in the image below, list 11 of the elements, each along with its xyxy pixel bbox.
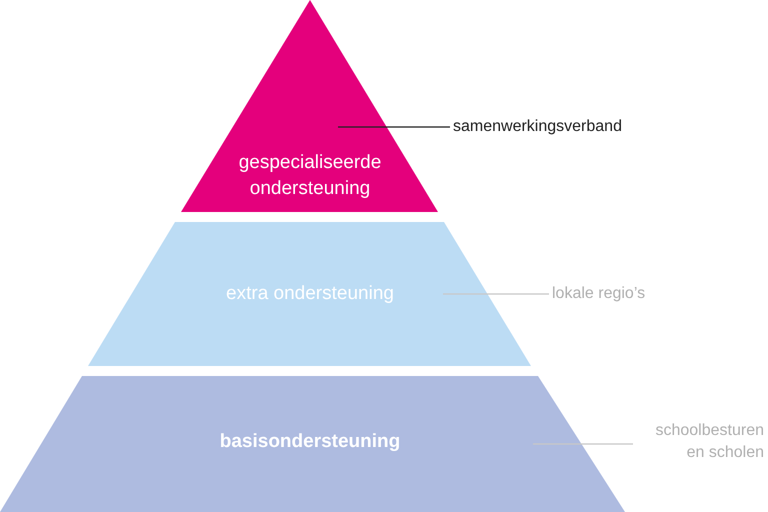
pyramid-middle-tier	[86, 222, 534, 367]
tier-label: lokale regio’s	[552, 284, 646, 304]
tier-title: extra ondersteuning	[225, 282, 395, 306]
leader-line	[443, 293, 549, 295]
tier-title: gespecialiseerde ondersteuning	[238, 151, 382, 201]
leader-line	[338, 126, 450, 128]
tier-label: schoolbesturen en scholen	[654, 421, 765, 463]
tier-label: samenwerkingsverband	[453, 117, 623, 137]
pyramid-bottom-tier	[0, 376, 628, 512]
leader-line	[533, 443, 633, 445]
tier-title: basisondersteuning	[218, 430, 402, 454]
